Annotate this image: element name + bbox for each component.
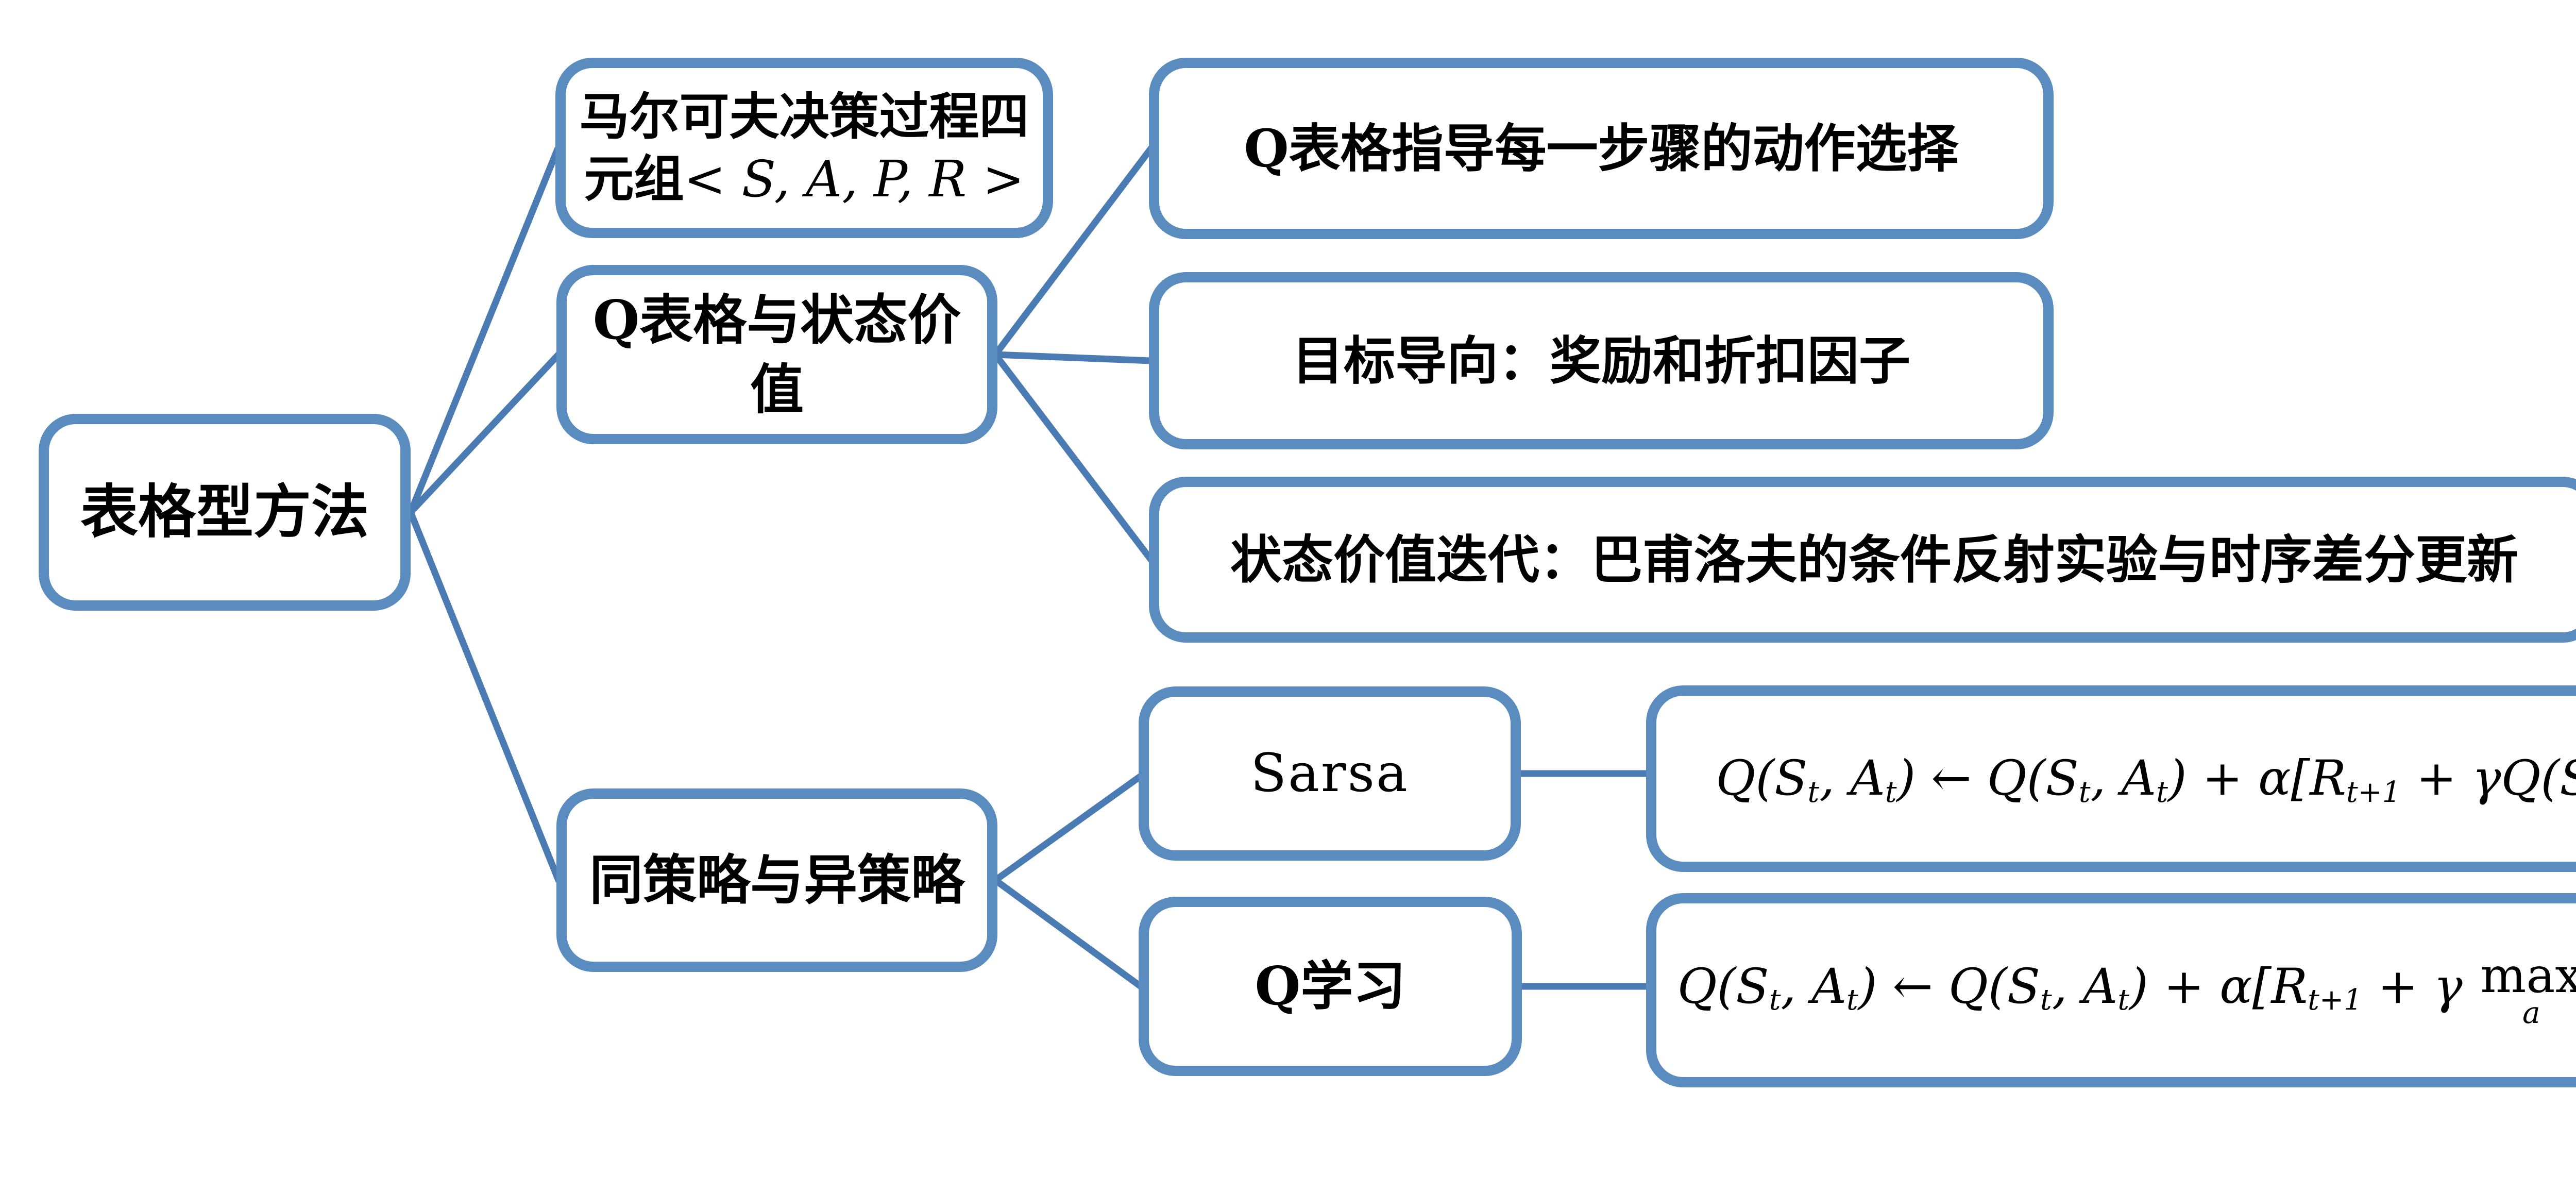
connector-onoff-to-qlearn xyxy=(992,877,1144,990)
node-mdp-tuple: 马尔可夫决策过程四元组< S, A, P, R > xyxy=(555,58,1053,238)
node-r1-label: Q表格指导每一步骤的动作选择 xyxy=(1244,118,1959,179)
node-state-value-iteration: 状态价值迭代：巴甫洛夫的条件反射实验与时序差分更新 xyxy=(1149,477,2576,643)
node-mdp-label: 马尔可夫决策过程四元组< S, A, P, R > xyxy=(578,86,1030,211)
connector-root-to-mdp xyxy=(407,146,561,516)
node-qlearn-label: Q学习 xyxy=(1255,955,1406,1017)
node-q-table-state-value: Q表格与状态价值 xyxy=(556,265,997,444)
sarsa-formula: Q(St, At) ← Q(St, At) + α[Rt+1 + γQ(St+1… xyxy=(1716,750,2576,809)
connector-qtable-to-r1 xyxy=(992,145,1155,358)
node-root-tabular-methods: 表格型方法 xyxy=(39,414,411,611)
node-q-table-guides-actions: Q表格指导每一步骤的动作选择 xyxy=(1149,58,2054,239)
node-sarsa-update-formula: Q(St, At) ← Q(St, At) + α[Rt+1 + γQ(St+1… xyxy=(1646,685,2576,872)
connector-qtable-to-r3 xyxy=(992,351,1155,563)
node-q-learning: Q学习 xyxy=(1139,897,1522,1076)
node-on-policy-off-policy: 同策略与异策略 xyxy=(556,788,997,972)
connector-onoff-to-sarsa xyxy=(992,773,1144,884)
node-mdp-label-cn: 马尔可夫决策过程四元组 xyxy=(579,87,1029,208)
connector-root-to-onoff xyxy=(407,509,562,884)
node-qtable-label: Q表格与状态价值 xyxy=(592,288,961,421)
node-sarsa-label: Sarsa xyxy=(1250,742,1409,804)
connector-root-to-qtable xyxy=(407,351,562,516)
node-goal-oriented-reward-discount: 目标导向：奖励和折扣因子 xyxy=(1149,272,2054,449)
node-mdp-label-math: < S, A, P, R > xyxy=(684,150,1025,208)
node-r3-label: 状态价值迭代：巴甫洛夫的条件反射实验与时序差分更新 xyxy=(1230,529,2518,590)
node-r2-label: 目标导向：奖励和折扣因子 xyxy=(1292,330,1910,391)
node-onoff-label: 同策略与异策略 xyxy=(589,848,964,912)
connector-qtable-to-r2 xyxy=(992,351,1155,364)
node-root-label: 表格型方法 xyxy=(80,478,369,546)
node-sarsa: Sarsa xyxy=(1139,686,1521,861)
